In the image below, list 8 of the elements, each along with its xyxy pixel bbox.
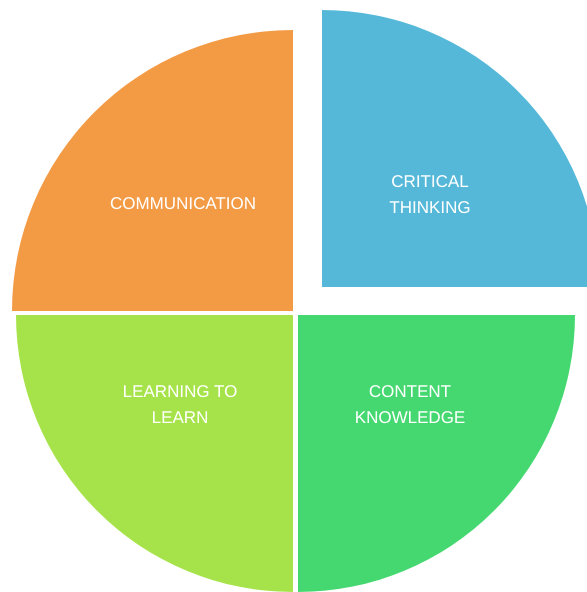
quadrant-segment <box>322 10 587 287</box>
quadrant-segment <box>12 30 293 311</box>
segment-label: CRITICAL THINKING <box>389 172 471 217</box>
quadrant-segment <box>298 315 575 592</box>
segment-label: LEARNING TO LEARN <box>122 382 238 427</box>
segment-label: CONTENT KNOWLEDGE <box>354 382 466 427</box>
segment-label: COMMUNICATION <box>110 194 256 213</box>
quadrant-segment <box>16 315 293 592</box>
